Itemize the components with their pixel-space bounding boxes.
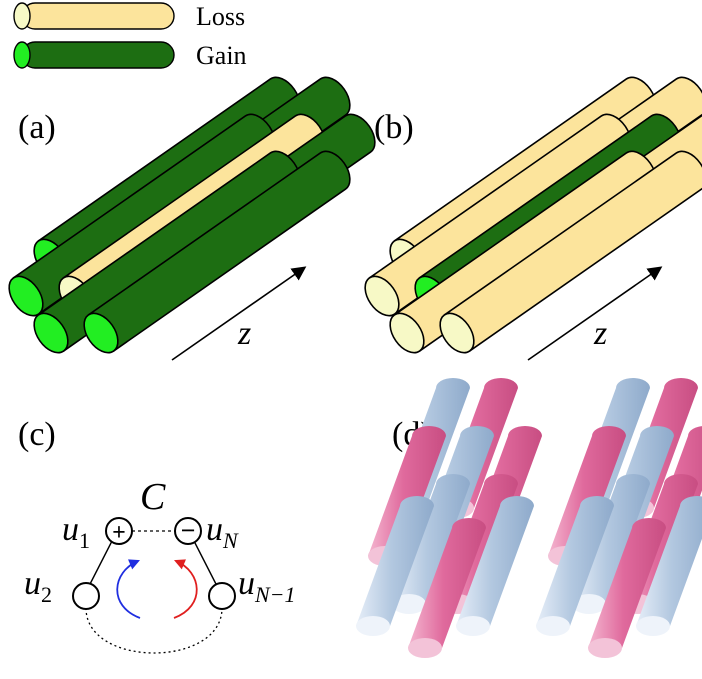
panel-d-left-rod-6	[392, 474, 470, 614]
panel-b-cylinder-bundle	[364, 76, 702, 354]
legend-gain-swatch	[13, 41, 175, 69]
panel-a-rod-6	[33, 150, 301, 354]
coupling-label: C	[140, 476, 166, 518]
panel-b-rod-6	[389, 150, 657, 354]
node-u2	[72, 582, 100, 610]
panel-b-propagation-arrow	[527, 266, 663, 361]
bond-u1-u2	[87, 540, 113, 589]
ring-dotted-arc	[85, 607, 223, 654]
panel-b-rod-7	[439, 150, 702, 354]
panel-d-right-rod-6	[572, 474, 650, 614]
panel-d-right-rod-8	[536, 496, 614, 636]
panel-d-right-rod-9	[588, 518, 666, 658]
node-u1-sign: +	[112, 520, 126, 546]
label-u1: u1	[62, 511, 90, 553]
panel-a-rod-7	[83, 150, 351, 354]
panel-a-propagation-arrow	[171, 266, 307, 361]
panel-a-z-label: z	[237, 315, 251, 352]
bond-uN-uN1	[193, 540, 219, 589]
panel-d-left-rod-8	[356, 496, 434, 636]
panel-c-ring-diagram: + − C u1 uN u2 uN−1	[24, 476, 296, 654]
panel-d-right-rod-10	[636, 496, 702, 636]
node-uN1	[208, 582, 236, 610]
panel-b-rod-3	[364, 113, 632, 317]
panel-a-label: (a)	[18, 109, 56, 146]
legend-gain-label: Gain	[196, 41, 247, 70]
legend: Loss Gain	[13, 2, 247, 70]
panel-b-z-label: z	[593, 315, 607, 352]
panel-c-label: (c)	[18, 416, 56, 453]
panel-a-rod-3	[8, 113, 276, 317]
node-u1	[105, 517, 133, 545]
panel-d-left-rod-10	[456, 496, 534, 636]
node-uN-sign: −	[181, 516, 196, 545]
legend-loss-swatch	[13, 2, 175, 30]
label-u2: u2	[24, 565, 52, 607]
panel-b-label: (b)	[374, 109, 414, 146]
left-rotation-arrow	[116, 559, 141, 619]
panel-d-rendered-bundles	[356, 378, 702, 658]
label-uN: uN	[206, 511, 239, 553]
panel-a-cylinder-bundle	[8, 76, 376, 354]
panel-d-left-rod-9	[408, 518, 486, 658]
legend-loss-label: Loss	[196, 2, 245, 31]
label-uN1: uN−1	[238, 565, 296, 607]
node-uN	[174, 517, 202, 545]
right-rotation-arrow	[173, 559, 198, 619]
